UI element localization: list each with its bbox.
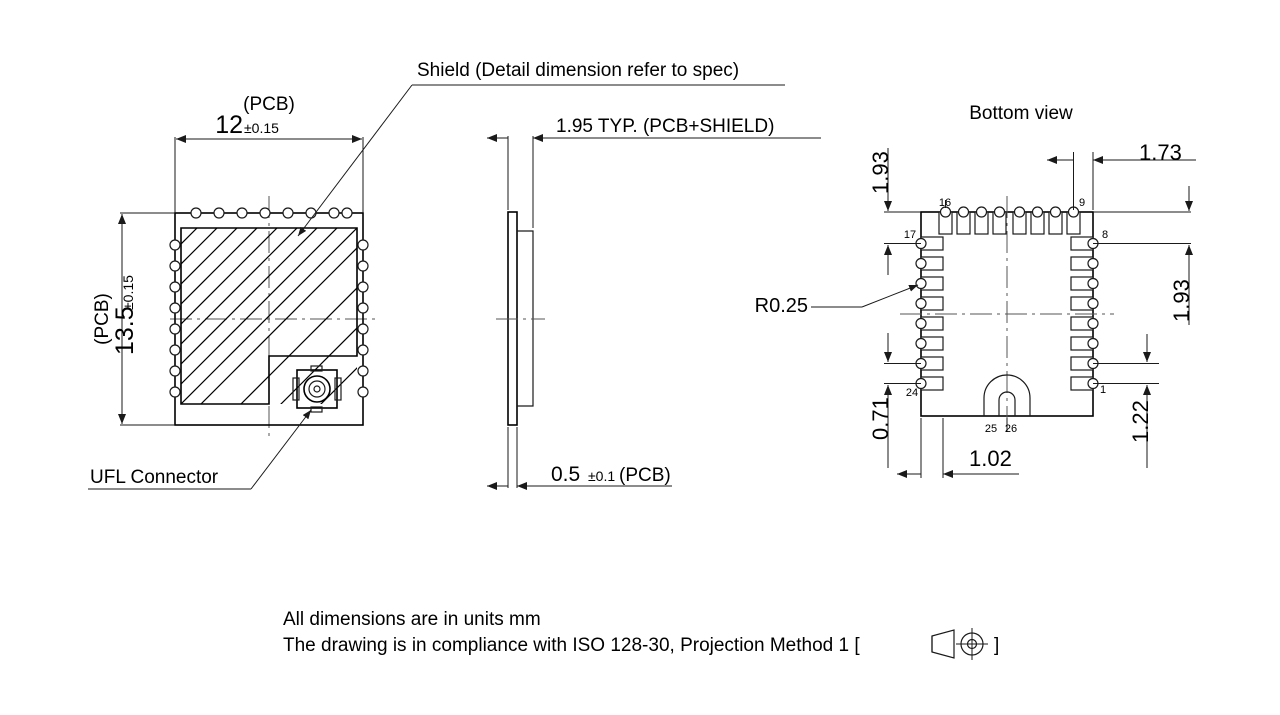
bottom-view-dim-173: 1.73 xyxy=(1139,140,1182,165)
side-view-pcb-thickness-value: 0.5 xyxy=(551,463,580,486)
note-line-2-close: ] xyxy=(994,635,999,656)
bottom-view-dim-193-right: 1.93 xyxy=(1169,279,1194,322)
pin-label-26: 26 xyxy=(1005,423,1017,435)
dimension-193-right xyxy=(1093,186,1193,325)
corner-radius-leader xyxy=(811,284,919,308)
ufl-leader-line xyxy=(88,409,312,490)
top-view-width-tol: ±0.15 xyxy=(244,120,279,136)
note-line-1: All dimensions are in units mm xyxy=(283,609,541,630)
top-view-height-tol: ±0.15 xyxy=(120,275,136,310)
pin-number-ticks xyxy=(945,200,1074,432)
dimension-pcb-height xyxy=(118,212,175,426)
side-view-pcb-thickness-label: (PCB) xyxy=(619,465,671,486)
pin-label-16: 16 xyxy=(939,197,951,209)
pin-label-9: 9 xyxy=(1079,197,1085,209)
side-view-group xyxy=(487,134,821,490)
shield-outline xyxy=(180,227,358,405)
side-view-pcb-thickness-tol: ±0.1 xyxy=(588,468,615,484)
top-view-pads-right-column xyxy=(357,239,369,398)
dimension-193-top-left xyxy=(884,148,921,275)
shield-callout-label: Shield (Detail dimension refer to spec) xyxy=(417,60,739,81)
top-view-height-label: (PCB) xyxy=(92,293,113,345)
top-view-height-value: 13.5 xyxy=(111,306,139,355)
shield-hatch-region xyxy=(181,228,357,404)
bottom-view-title: Bottom view xyxy=(969,103,1073,124)
ufl-connector xyxy=(292,365,342,413)
bottom-view-dim-122: 1.22 xyxy=(1128,400,1153,443)
bottom-view-dim-071: 0.71 xyxy=(868,397,893,440)
corner-radius-label: R0.25 xyxy=(755,295,808,317)
shield-leader-line xyxy=(297,84,785,237)
bottom-view-dome-pads xyxy=(983,374,1031,416)
dimension-pcb-thickness xyxy=(487,427,672,490)
bottom-view-dim-193-top-left: 1.93 xyxy=(868,151,893,194)
pin-label-1: 1 xyxy=(1100,384,1106,396)
pin-label-17: 17 xyxy=(904,229,916,241)
note-line-2: The drawing is in compliance with ISO 12… xyxy=(283,635,860,656)
dimension-122-right-low xyxy=(1093,334,1159,468)
dimension-071-bottom-left xyxy=(884,333,921,468)
side-view-total-thickness-label: 1.95 TYP. (PCB+SHIELD) xyxy=(556,116,774,137)
iso-projection-method-1-symbol xyxy=(931,628,988,660)
bottom-view-dim-102: 1.02 xyxy=(969,446,1012,471)
top-view-width-value: 12 xyxy=(215,111,243,139)
pin-label-25: 25 xyxy=(985,423,997,435)
dimension-102-bottom xyxy=(897,418,1019,478)
ufl-callout-label: UFL Connector xyxy=(90,467,219,488)
top-view-group xyxy=(88,84,785,490)
bottom-view-pads-left-column xyxy=(915,236,944,391)
bottom-view-group xyxy=(811,148,1196,478)
pin-label-24: 24 xyxy=(906,387,918,399)
bottom-view-pads-top-row xyxy=(938,206,1081,235)
pin-label-8: 8 xyxy=(1102,229,1108,241)
top-view-pads-left-column xyxy=(169,239,181,398)
top-view-width-label: (PCB) xyxy=(243,94,295,115)
dimension-total-thickness xyxy=(487,134,821,228)
